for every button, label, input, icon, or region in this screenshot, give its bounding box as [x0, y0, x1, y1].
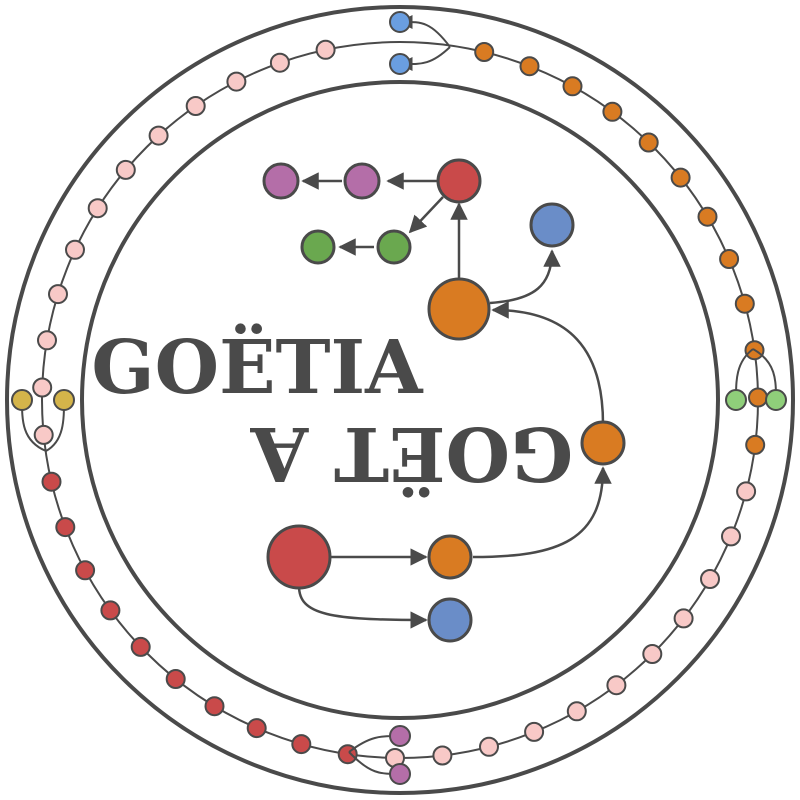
ring-node	[41, 471, 62, 492]
ring-node	[719, 249, 740, 269]
graph-node-red	[436, 158, 482, 204]
ring-node	[165, 669, 186, 689]
ring-node	[566, 701, 587, 722]
ring-node	[185, 96, 206, 116]
ring-node	[642, 644, 663, 664]
blue-tip-node	[389, 53, 411, 75]
ring-node	[204, 696, 225, 717]
ring-node	[602, 101, 623, 122]
graph-node-green	[300, 229, 336, 265]
graph-node-green	[376, 229, 412, 265]
blue-tip-node	[389, 11, 411, 33]
ring-node	[670, 167, 691, 188]
ring-node	[606, 675, 627, 696]
ring-node	[734, 293, 755, 314]
ring-node	[697, 206, 718, 227]
green-tip-node	[725, 389, 747, 411]
ring-node	[65, 239, 85, 260]
inner-graph-edges	[297, 172, 612, 629]
ring-node	[736, 481, 757, 502]
graph-node-orange	[427, 534, 473, 580]
ring-node	[721, 526, 741, 547]
ring-node	[87, 198, 108, 219]
ring-node	[432, 745, 453, 766]
outer-ring	[5, 5, 795, 795]
ring-node	[269, 52, 290, 73]
graph-node-orange	[580, 420, 626, 466]
graph-node-purple	[262, 162, 300, 200]
ring-node	[524, 721, 545, 742]
ring-node	[638, 132, 659, 153]
ring-node	[100, 600, 121, 621]
ring-nodes	[32, 39, 768, 768]
graph-node-blue	[529, 202, 575, 248]
yellow-tip-node	[53, 389, 75, 411]
ring-node	[32, 377, 53, 398]
ring-node	[226, 71, 247, 92]
ring-node	[474, 42, 495, 62]
ring-node	[37, 330, 57, 351]
ring-node	[562, 76, 583, 97]
logo-word-bottom: GOËT A	[249, 410, 573, 499]
ring-node	[130, 636, 151, 657]
branch-tips	[11, 11, 787, 785]
inner-graph-nodes	[262, 158, 626, 643]
graph-node-orange	[427, 277, 491, 341]
ring-node	[115, 159, 136, 180]
ring-node	[33, 424, 54, 445]
ring-node	[745, 434, 766, 455]
ring-node	[48, 284, 68, 305]
ring-node	[479, 736, 499, 757]
ring-node	[148, 125, 169, 146]
purple-tip-node	[389, 725, 411, 747]
ring-node	[246, 718, 267, 739]
logo-word-top: GOËTIA	[91, 322, 424, 411]
ring-node	[291, 734, 312, 755]
inner-ring	[80, 80, 720, 720]
ring-node	[315, 39, 336, 60]
ring-node	[75, 560, 96, 581]
graph-node-purple	[343, 162, 381, 200]
ring-node	[519, 56, 540, 77]
ring-node	[673, 608, 694, 629]
purple-tip-node	[389, 763, 411, 785]
ring-node	[748, 387, 768, 408]
graph-node-blue	[427, 597, 473, 643]
green-tip-node	[765, 389, 787, 411]
graph-node-red	[266, 524, 332, 590]
ring-node	[700, 569, 720, 589]
yellow-tip-node	[11, 389, 33, 411]
ring-node	[55, 517, 76, 538]
